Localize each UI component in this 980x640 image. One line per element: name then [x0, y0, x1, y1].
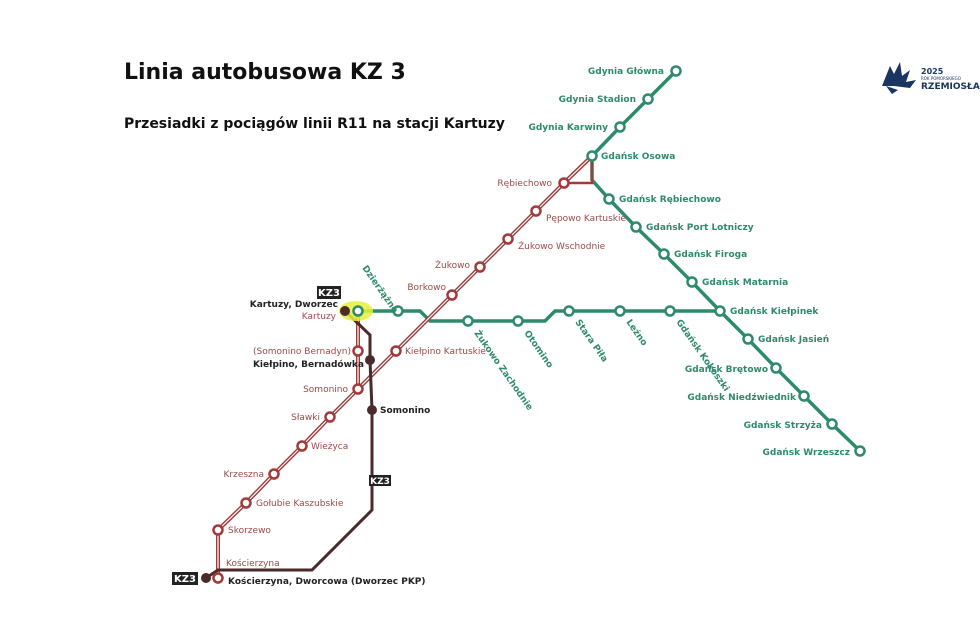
bus-stops	[201, 306, 377, 583]
label-gdansk-matarnia: Gdańsk Matarnia	[702, 278, 788, 288]
label-zukowo: Żukowo	[435, 260, 471, 271]
kz3-badge-top: KZ3	[317, 286, 341, 299]
label-gdansk-osowa: Gdańsk Osowa	[601, 152, 675, 162]
label-lezno: Leźno	[624, 318, 649, 348]
label-zukowo-zachodnie: Żukowo Zachodnie	[472, 328, 536, 412]
label-gdansk-bretowo: Gdańsk Brętowo	[685, 365, 768, 375]
station-slawki	[324, 411, 336, 423]
label-kielpino-kartuskie: Kiełpino Kartuskie	[405, 347, 486, 357]
label-gdynia-karwiny: Gdynia Karwiny	[528, 123, 608, 133]
label-gdynia-glowna: Gdynia Główna	[588, 66, 664, 77]
station-gdynia-glowna	[670, 65, 682, 77]
bus-line-kz3	[205, 309, 374, 580]
label-bus-kartuzy: Kartuzy, Dworzec	[250, 300, 338, 310]
station-gdansk-port-lotniczy	[630, 221, 642, 233]
label-gdansk-kokoszki: Gdańsk Kokoszki	[674, 318, 731, 394]
station-krzeszna	[268, 468, 280, 480]
bus-stop-koscierzyna	[201, 573, 211, 583]
station-gdansk-wrzeszcz	[854, 445, 866, 457]
label-bus-somonino: Somonino	[380, 406, 430, 416]
logo-year: 2025	[921, 67, 944, 76]
kz3-badge-top-text: KZ3	[318, 288, 340, 299]
kz3-badge-bottom: KZ3	[172, 572, 198, 585]
label-gdansk-jasien: Gdańsk Jasień	[758, 335, 829, 345]
station-gdansk-kielpinek	[714, 305, 726, 317]
label-gdansk-wrzeszcz: Gdańsk Wrzeszcz	[762, 448, 850, 458]
logo-name: RZEMIOSŁA	[921, 82, 980, 92]
station-lezno	[614, 305, 626, 317]
station-gdansk-osowa	[586, 150, 598, 162]
label-gdynia-stadion: Gdynia Stadion	[559, 95, 636, 105]
station-gdansk-jasien	[742, 333, 754, 345]
label-gdansk-kielpinek: Gdańsk Kiełpinek	[730, 307, 819, 317]
green-stations	[352, 65, 866, 457]
station-zukowo-wschodnie	[502, 233, 514, 245]
station-rebiechowo	[558, 177, 570, 189]
label-gdansk-niedzwiednik: Gdańsk Niedźwiednik	[687, 393, 797, 403]
station-somonino-red	[352, 383, 364, 395]
label-skorzewo: Skorzewo	[228, 526, 271, 536]
station-zukowo	[474, 261, 486, 273]
label-stara-pila: Stara Piła	[573, 318, 610, 364]
label-koscierzyna-red: Kościerzyna	[226, 558, 280, 569]
bus-stop-kartuzy	[340, 306, 350, 316]
station-dzierzazno	[392, 305, 404, 317]
bus-stop-somonino	[367, 405, 377, 415]
station-gdansk-kokoszki	[664, 305, 676, 317]
station-gdynia-stadion	[642, 93, 654, 105]
label-somonino-red: Somonino	[303, 385, 348, 395]
label-borkowo: Borkowo	[407, 283, 446, 293]
station-kielpino-kartuskie	[390, 345, 402, 357]
kz3-badge-bottom-text: KZ3	[174, 574, 196, 585]
label-gdansk-firoga: Gdańsk Firoga	[674, 250, 747, 260]
station-pepowo-kartuskie	[530, 205, 542, 217]
station-borkowo	[446, 289, 458, 301]
station-skorzewo	[212, 524, 224, 536]
station-gdansk-bretowo	[770, 362, 782, 374]
station-koscierzyna-red	[212, 572, 224, 584]
label-bus-koscierzyna: Kościerzyna, Dworcowa (Dworzec PKP)	[228, 576, 426, 587]
label-gdansk-port-lotniczy: Gdańsk Port Lotniczy	[646, 223, 754, 233]
label-gdansk-strzyza: Gdańsk Strzyża	[744, 421, 822, 431]
label-gdansk-rebiechowo: Gdańsk Rębiechowo	[619, 195, 721, 205]
station-gdansk-firoga	[658, 248, 670, 260]
label-kartuzy-red: Kartuzy	[302, 312, 337, 322]
label-slawki: Sławki	[291, 413, 320, 423]
station-stara-pila	[563, 305, 575, 317]
station-golubie	[240, 497, 252, 509]
station-otomino	[512, 315, 524, 327]
label-krzeszna: Krzeszna	[224, 470, 265, 480]
station-wiezyca	[296, 440, 308, 452]
kz3-badge-mid: KZ3	[369, 475, 391, 487]
station-somonino-bernadyn	[352, 345, 364, 357]
page-title: Linia autobusowa KZ 3	[124, 60, 406, 85]
red-stations	[212, 177, 570, 584]
station-gdansk-strzyza	[826, 418, 838, 430]
logo-small-text: ROK POMORSKIEGO	[921, 76, 961, 81]
label-bus-kielpino: Kiełpino, Bernadówka	[253, 359, 364, 370]
station-gdansk-niedzwiednik	[798, 390, 810, 402]
station-gdansk-rebiechowo	[603, 193, 615, 205]
label-otomino: Otomino	[522, 329, 555, 370]
page-subtitle: Przesiadki z pociągów linii R11 na stacj…	[124, 116, 505, 132]
station-zukowo-zachodnie	[462, 315, 474, 327]
station-gdynia-karwiny	[614, 121, 626, 133]
station-gdansk-matarnia	[686, 276, 698, 288]
station-kartuzy-green	[352, 305, 364, 317]
label-golubie: Gołubie Kaszubskie	[256, 499, 344, 509]
kz3-badge-mid-text: KZ3	[370, 477, 390, 487]
griffin-logo-icon	[882, 62, 916, 94]
label-rebiechowo: Rębiechowo	[497, 179, 552, 189]
label-zukowo-wschodnie: Żukowo Wschodnie	[518, 241, 606, 252]
bus-stop-kielpino	[365, 355, 375, 365]
label-pepowo-kartuskie: Pępowo Kartuskie	[546, 214, 627, 224]
label-somonino-bernadyn: (Somonino Bernadyn)	[253, 347, 351, 357]
label-wiezyca: Wieżyca	[311, 442, 348, 452]
